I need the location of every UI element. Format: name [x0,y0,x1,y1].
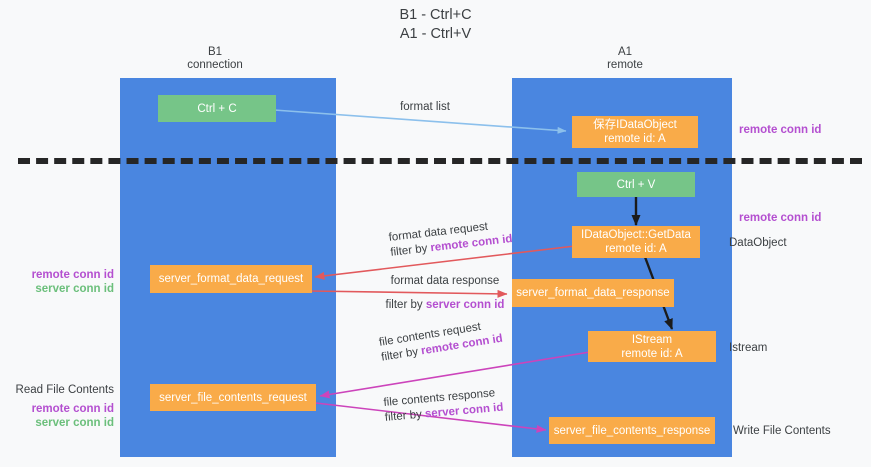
annotation-dataobject: DataObject [729,237,787,249]
node-ctrl-v[interactable]: Ctrl + V [577,172,695,197]
edge-label-format-data-response-filter: filter by server conn id [370,298,520,313]
edge-label-format-data-response: format data response [390,275,500,287]
annotation-left-server-conn-id-mid: server conn id [35,283,114,295]
edge-label-file-contents-response-group: file contents response filter by server … [383,386,504,426]
edge-label-format-data-request-group: format data request filter by remote con… [388,217,513,261]
edge-label-file-contents-request-group: file contents request filter by remote c… [378,317,504,366]
annotation-istream: Istream [729,342,768,354]
diagram-title: B1 - Ctrl+C A1 - Ctrl+V [399,7,472,42]
annotation-write-file-contents: Write File Contents [733,425,831,437]
node-istream[interactable]: IStream remote id: A [588,331,716,362]
annotation-remote-conn-id-top: remote conn id [739,124,822,136]
filter-prefix-text: filter by [389,242,432,259]
filter-prefix-text: filter by [385,299,426,311]
node-idataobject-getdata[interactable]: IDataObject::GetData remote id: A [572,226,700,258]
node-server-format-data-response[interactable]: server_format_data_response [512,279,674,307]
node-ctrl-c[interactable]: Ctrl + C [158,95,276,122]
filter-prefix-text: filter by [384,408,426,424]
filter-value-server-conn-id: server conn id [425,299,505,311]
column-header-b1: B1 connection [187,46,243,71]
column-header-a1: A1 remote [607,46,643,71]
annotation-read-file-contents: Read File Contents [15,384,114,396]
node-server-format-data-request[interactable]: server_format_data_request [150,265,312,293]
annotation-left-remote-conn-id-bottom: remote conn id [31,403,114,415]
node-server-file-contents-request[interactable]: server_file_contents_request [150,384,316,411]
edge-label-format-list: format list [400,101,450,113]
annotation-left-remote-conn-id-mid: remote conn id [31,269,114,281]
node-save-idataobject[interactable]: 保存IDataObject remote id: A [572,116,698,148]
phase-separator [18,158,862,164]
annotation-left-server-conn-id-bottom: server conn id [35,417,114,429]
annotation-remote-conn-id-mid: remote conn id [739,212,822,224]
node-server-file-contents-response[interactable]: server_file_contents_response [549,417,715,444]
